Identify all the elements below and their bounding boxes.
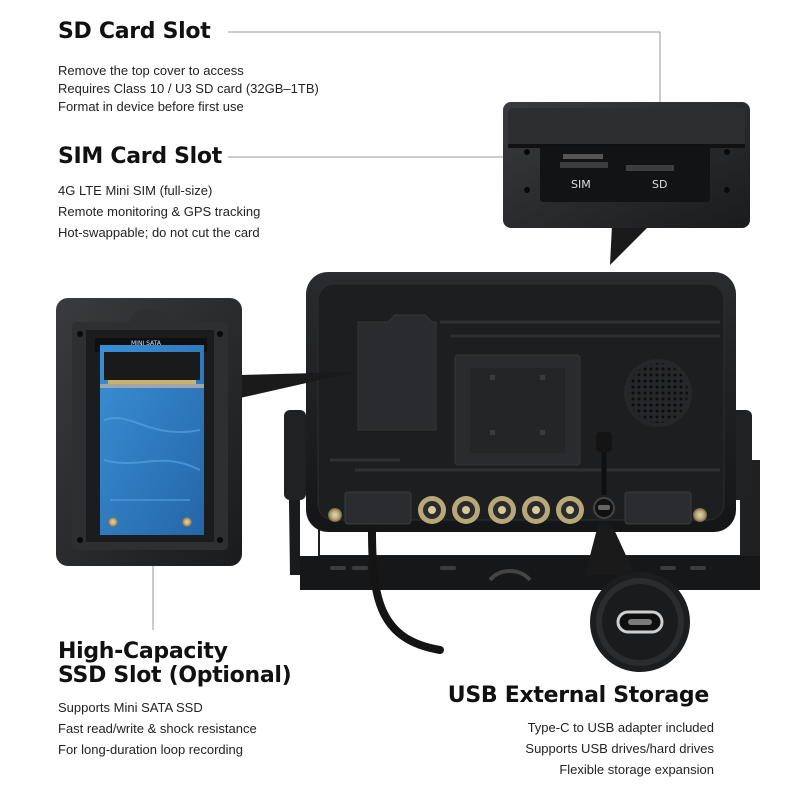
ssd-line-1: Supports Mini SATA SSD xyxy=(58,700,203,715)
sd-slot-label: SD xyxy=(652,178,668,191)
sd-card-slot-title: SD Card Slot xyxy=(58,19,211,44)
usb-external-storage-description: Type-C to USB adapter included Supports … xyxy=(525,717,714,780)
ssd-slot-inset xyxy=(56,298,355,566)
usb-line-1: Type-C to USB adapter included xyxy=(527,720,714,735)
aviation-connectors xyxy=(418,496,584,524)
sim-slot-label: SIM xyxy=(571,178,591,191)
sd-line-2: Requires Class 10 / U3 SD card (32GB–1TB… xyxy=(58,81,319,96)
ssd-slot-title: High-Capacity SSD Slot (Optional) xyxy=(58,639,292,689)
monitor-device xyxy=(284,272,760,654)
sim-line-2: Remote monitoring & GPS tracking xyxy=(58,204,261,219)
sim-sd-slot-inset xyxy=(503,102,750,265)
ssd-line-3: For long-duration loop recording xyxy=(58,742,243,757)
sd-card-slot-description: Remove the top cover to access Requires … xyxy=(58,60,319,117)
usb-line-3: Flexible storage expansion xyxy=(559,762,714,777)
ssd-title-line-2: SSD Slot (Optional) xyxy=(58,663,292,689)
sd-line-1: Remove the top cover to access xyxy=(58,63,244,78)
usb-typec-zoom xyxy=(585,525,690,672)
sim-line-3: Hot-swappable; do not cut the card xyxy=(58,225,260,240)
usb-external-storage-title: USB External Storage xyxy=(447,683,710,708)
ssd-slot-description: Supports Mini SATA SSD Fast read/write &… xyxy=(58,697,257,760)
ssd-title-line-1: High-Capacity xyxy=(58,639,228,664)
sim-line-1: 4G LTE Mini SIM (full-size) xyxy=(58,183,213,198)
sim-card-slot-title: SIM Card Slot xyxy=(58,144,222,169)
ssd-line-2: Fast read/write & shock resistance xyxy=(58,721,257,736)
ssd-board-label: MINI SATA xyxy=(131,340,161,347)
usb-line-2: Supports USB drives/hard drives xyxy=(525,741,714,756)
sim-card-slot-description: 4G LTE Mini SIM (full-size) Remote monit… xyxy=(58,180,260,243)
sd-line-3: Format in device before first use xyxy=(58,99,244,114)
